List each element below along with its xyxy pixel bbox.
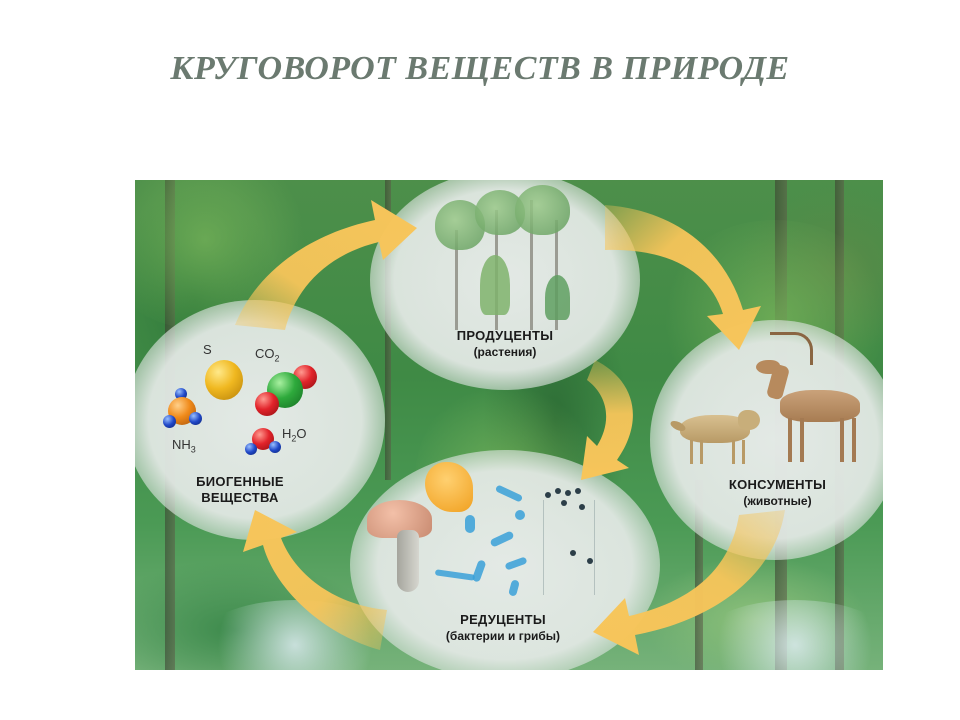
nutrient-cycle-diagram: ПРОДУЦЕНТЫ (растения) S CO2 NH3 H2O БИОГ… <box>135 180 883 670</box>
h2o-label: H2O <box>282 426 307 444</box>
biogenic-substances-label: БИОГЕННЫЕ ВЕЩЕСТВА <box>160 474 320 506</box>
decomposers-title: РЕДУЦЕНТЫ <box>460 612 546 627</box>
arrow-consumers-to-decomposers <box>593 510 785 655</box>
deer <box>780 390 860 422</box>
hydrogen-atom <box>269 441 281 453</box>
oxygen-atom <box>252 428 274 450</box>
deer-wolf-icon <box>669 330 880 470</box>
hydrogen-atom <box>163 415 176 428</box>
slide-title: КРУГОВОРОТ ВЕЩЕСТВ В ПРИРОДЕ <box>170 50 790 87</box>
nh3-label: NH3 <box>172 437 196 455</box>
producers-title: ПРОДУЦЕНТЫ <box>456 328 554 343</box>
biogenic-title-line2: ВЕЩЕСТВА <box>201 490 279 505</box>
mould <box>543 500 595 595</box>
ground-flowers <box>695 600 883 670</box>
bacteria <box>465 515 475 533</box>
decomposers-subtitle: (бактерии и грибы) <box>445 629 561 643</box>
consumers-title: КОНСУМЕНТЫ <box>728 477 827 492</box>
oxygen-atom <box>255 392 279 416</box>
arrow-producers-to-decomposers <box>581 360 633 480</box>
mushroom-bacteria-icon <box>365 460 625 610</box>
hydrogen-atom <box>189 412 202 425</box>
chanterelle <box>425 462 473 512</box>
biogenic-title-line1: БИОГЕННЫЕ <box>196 474 284 489</box>
arrow-decomposers-to-biogenic <box>243 510 387 650</box>
sulfur-label: S <box>203 342 212 357</box>
molecules-icon: S CO2 NH3 H2O <box>160 340 330 460</box>
decomposers-label: РЕДУЦЕНТЫ (бактерии и грибы) <box>403 612 603 644</box>
bacteria <box>515 510 525 520</box>
co2-label: CO2 <box>255 346 280 364</box>
hydrogen-atom <box>245 443 257 455</box>
arrow-producers-to-consumers <box>605 205 761 350</box>
producers-subtitle: (растения) <box>473 345 537 359</box>
sulfur-atom <box>205 360 243 400</box>
tree-trunk-bg <box>695 480 703 670</box>
trees-icon <box>435 185 585 330</box>
cycle-arrows <box>235 200 785 655</box>
consumers-label: КОНСУМЕНТЫ (животные) <box>690 477 865 509</box>
arrow-biogenic-to-producers <box>235 200 417 330</box>
producers-label: ПРОДУЦЕНТЫ (растения) <box>400 328 610 360</box>
consumers-subtitle: (животные) <box>743 494 812 508</box>
